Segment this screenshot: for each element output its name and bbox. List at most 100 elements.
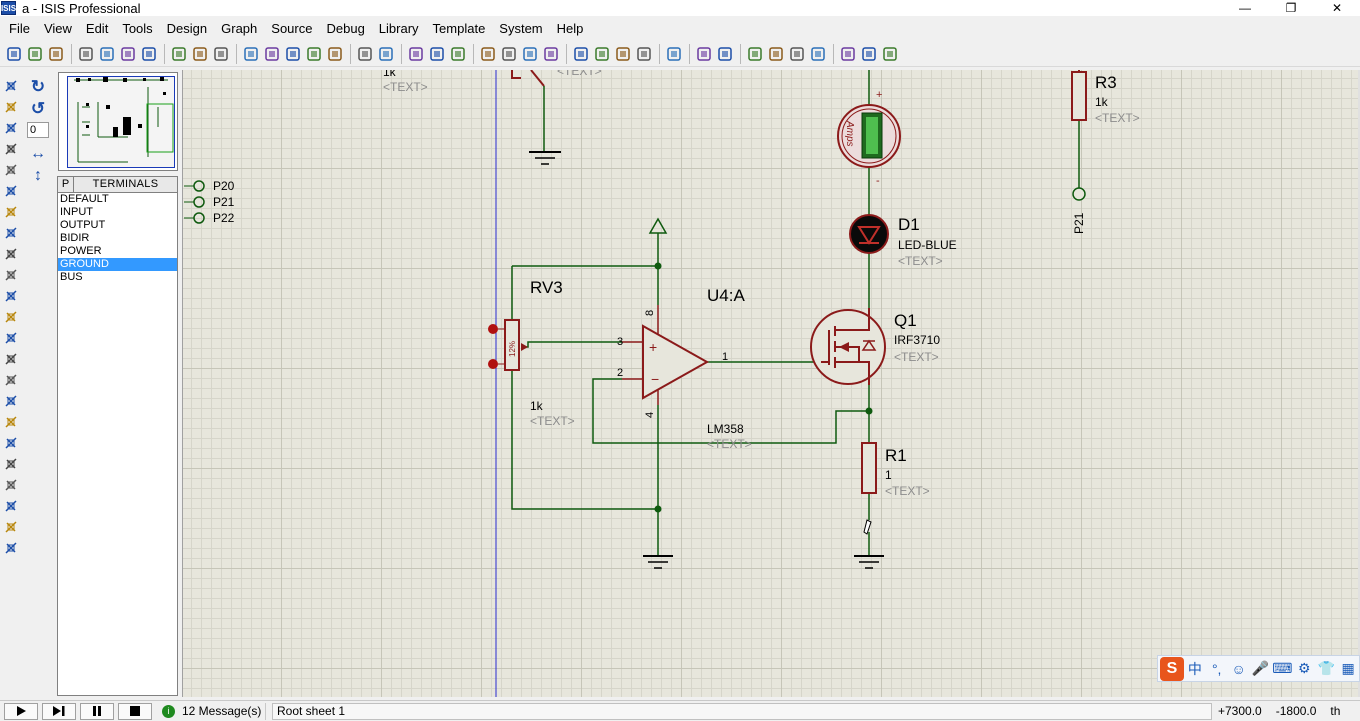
menu-graph[interactable]: Graph — [221, 20, 258, 36]
menu-library[interactable]: Library — [378, 20, 419, 36]
rotate-ccw-icon[interactable]: ↺ — [30, 99, 46, 118]
terminal-icon[interactable] — [1, 223, 21, 243]
menu-template[interactable]: Template — [432, 20, 486, 36]
step-button[interactable] — [42, 702, 76, 720]
bus-icon[interactable] — [1, 181, 21, 201]
port-p21[interactable]: P21 — [184, 195, 235, 209]
terminal-item-bidir[interactable]: BIDIR — [60, 232, 90, 244]
block-move-icon[interactable] — [499, 44, 518, 63]
ime-chinese-mode[interactable]: 中 — [1187, 660, 1202, 677]
tape-recorder-icon[interactable] — [1, 286, 21, 306]
menu-source[interactable]: Source — [271, 20, 313, 36]
junction-icon[interactable] — [1, 118, 21, 138]
package-tool-icon[interactable] — [613, 44, 632, 63]
power-terminal[interactable] — [648, 217, 668, 234]
ground-opamp[interactable] — [643, 555, 673, 569]
menu-system[interactable]: System — [499, 20, 543, 36]
symbol-icon[interactable] — [1, 517, 21, 537]
overview-window[interactable] — [58, 72, 178, 171]
print-icon[interactable] — [118, 44, 137, 63]
wire-label-icon[interactable] — [1, 139, 21, 159]
new-sheet-icon[interactable] — [745, 44, 764, 63]
r1-resistor[interactable] — [861, 442, 877, 494]
close-button[interactable]: ✕ — [1331, 1, 1343, 15]
menu-debug[interactable]: Debug — [326, 20, 365, 36]
rotation-angle-input[interactable] — [27, 122, 49, 138]
menu-design[interactable]: Design — [166, 20, 208, 36]
zoom-area-icon[interactable] — [325, 44, 344, 63]
export-icon[interactable] — [97, 44, 116, 63]
circle-icon[interactable] — [1, 433, 21, 453]
rotate-cw-icon[interactable]: ↻ — [30, 77, 46, 96]
paste-icon[interactable] — [448, 44, 467, 63]
origin-icon[interactable] — [211, 44, 230, 63]
text-script-icon[interactable] — [1, 160, 21, 180]
generator-icon[interactable] — [1, 307, 21, 327]
ares-icon[interactable] — [880, 44, 899, 63]
vertical-scrollbar[interactable] — [1358, 70, 1360, 697]
save-icon[interactable] — [46, 44, 65, 63]
subcircuit-icon[interactable] — [1, 202, 21, 222]
port-p22[interactable]: P22 — [184, 211, 235, 225]
u4-opamp[interactable]: + − — [622, 305, 710, 405]
text-icon[interactable] — [1, 496, 21, 516]
sogou-logo-icon[interactable]: S — [1160, 656, 1184, 681]
make-device-icon[interactable] — [592, 44, 611, 63]
rv3-potentiometer[interactable]: 12% — [488, 319, 528, 371]
box-icon[interactable] — [1, 412, 21, 432]
port-p20[interactable]: P20 — [184, 179, 235, 193]
ime-skin-icon[interactable]: 👕 — [1317, 660, 1335, 676]
add-sheet-icon[interactable] — [766, 44, 785, 63]
search-icon[interactable] — [694, 44, 713, 63]
refresh-icon[interactable] — [169, 44, 188, 63]
flip-vertical-icon[interactable]: ↕ — [34, 167, 42, 184]
flip-horizontal-icon[interactable]: ↔ — [30, 145, 46, 162]
print-area-icon[interactable] — [139, 44, 158, 63]
terminal-item-ground[interactable]: GROUND — [58, 258, 177, 271]
overview-viewport[interactable] — [67, 76, 175, 168]
play-button[interactable] — [4, 702, 38, 720]
stop-button[interactable] — [118, 702, 152, 720]
undo-icon[interactable] — [355, 44, 374, 63]
messages-indicator[interactable]: i 12 Message(s) — [162, 702, 266, 720]
bom-icon[interactable] — [859, 44, 878, 63]
menu-edit[interactable]: Edit — [85, 20, 109, 36]
terminal-item-bus[interactable]: BUS — [60, 271, 83, 283]
ime-menu-icon[interactable]: ▦ — [1341, 660, 1355, 676]
menu-tools[interactable]: Tools — [122, 20, 153, 36]
cut-icon[interactable] — [406, 44, 425, 63]
virtual-instrument-icon[interactable] — [1, 370, 21, 390]
remove-sheet-icon[interactable] — [787, 44, 806, 63]
selection-mode-icon[interactable] — [1, 76, 21, 96]
goto-sheet-icon[interactable] — [808, 44, 827, 63]
menu-file[interactable]: File — [9, 20, 30, 36]
terminal-item-input[interactable]: INPUT — [60, 206, 93, 218]
schematic-canvas[interactable]: P20 P21 P22 1k <TEXT> <TEXT> — [182, 70, 1360, 697]
pan-icon[interactable] — [241, 44, 260, 63]
zoom-out-icon[interactable] — [283, 44, 302, 63]
terminal-item-output[interactable]: OUTPUT — [60, 219, 106, 231]
path-icon[interactable] — [1, 475, 21, 495]
terminal-item-default[interactable]: DEFAULT — [60, 193, 109, 205]
minimize-button[interactable]: — — [1239, 1, 1251, 15]
pause-button[interactable] — [80, 702, 114, 720]
netlist-icon[interactable] — [838, 44, 857, 63]
open-icon[interactable] — [25, 44, 44, 63]
line-icon[interactable] — [1, 391, 21, 411]
ime-settings-icon[interactable]: ⚙ — [1297, 660, 1311, 676]
rv3-decrease-icon[interactable] — [488, 359, 498, 369]
block-delete-icon[interactable] — [541, 44, 560, 63]
ime-keyboard-icon[interactable]: ⌨ — [1272, 660, 1293, 676]
block-copy-icon[interactable] — [478, 44, 497, 63]
menu-view[interactable]: View — [43, 20, 72, 36]
r3-resistor[interactable] — [1071, 70, 1087, 201]
redo-icon[interactable] — [376, 44, 395, 63]
ground-r1[interactable] — [854, 555, 884, 569]
component-mode-icon[interactable] — [1, 97, 21, 117]
wire-autorouter-icon[interactable] — [664, 44, 683, 63]
rv3-increase-icon[interactable] — [488, 324, 498, 334]
ime-voice-icon[interactable]: 🎤 — [1251, 660, 1270, 676]
block-rotate-icon[interactable] — [520, 44, 539, 63]
arc-icon[interactable] — [1, 454, 21, 474]
decompose-icon[interactable] — [634, 44, 653, 63]
